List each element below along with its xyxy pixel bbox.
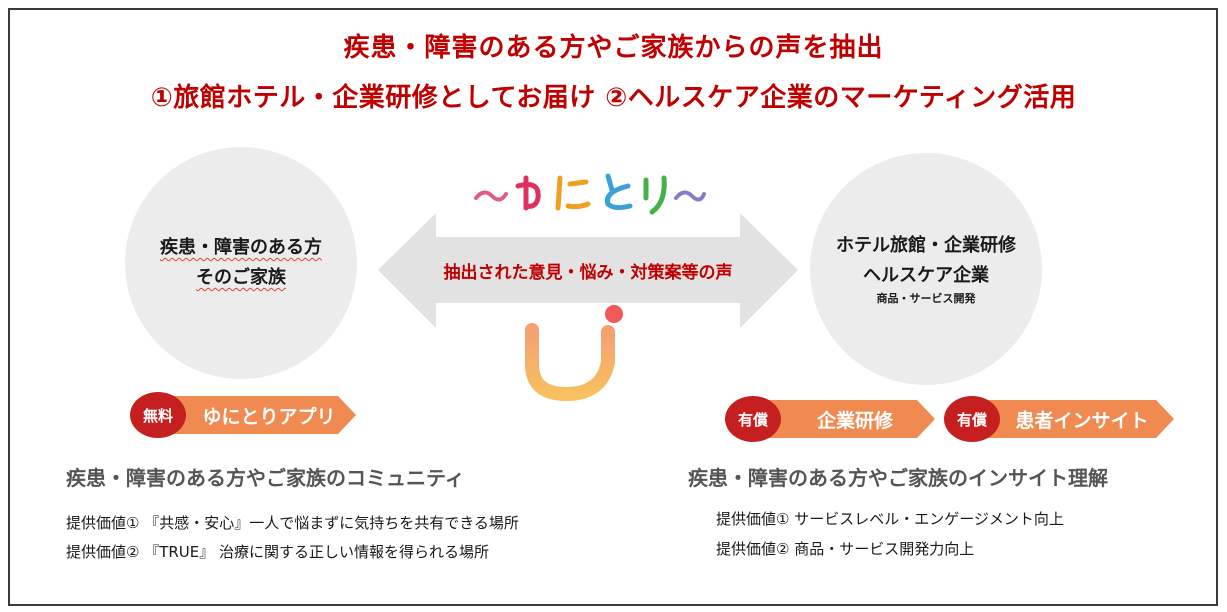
wave-left-icon: [474, 190, 508, 202]
insight-heading: 疾患・障害のある方やご家族のインサイト理解: [688, 466, 1108, 490]
left-value-1: 提供価値① 『共感・安心』一人で悩まずに気持ちを共有できる場所: [66, 514, 519, 532]
yunitori-bird-logo: [525, 305, 623, 402]
glyph-to: [604, 173, 633, 211]
header-line-1: 疾患・障害のある方やご家族からの声を抽出: [343, 33, 884, 63]
wave-right-icon: [674, 190, 706, 202]
paid-insight-tag: 患者インサイト 有償: [944, 396, 1174, 442]
paid-badge-training: 有償: [725, 396, 781, 442]
yunitori-wordmark-logo: [474, 173, 706, 215]
right-value-2: 提供価値② 商品・サービス開発力向上: [716, 540, 975, 558]
header-line-2: ①旅館ホテル・企業研修としてお届け ②ヘルスケア企業のマーケティング活用: [150, 83, 1077, 113]
left-value-2: 提供価値② 『TRUE』 治療に関する正しい情報を得られる場所: [66, 543, 490, 561]
paid-badge-insight: 有償: [944, 396, 1000, 442]
community-heading: 疾患・障害のある方やご家族のコミュニティ: [66, 466, 465, 490]
glyph-ri: [643, 175, 667, 215]
glyph-ni: [555, 175, 591, 211]
free-badge: 無料: [130, 392, 186, 438]
arrow-label: 抽出された意見・悩み・対策案等の声: [443, 263, 733, 283]
training-ribbon: 企業研修: [755, 400, 935, 438]
logo-dot: [605, 305, 623, 323]
right-circle-line-2: ヘルスケア企業: [863, 265, 989, 286]
logo-bird-head: [568, 353, 592, 370]
app-ribbon: ゆにとりアプリ: [164, 396, 356, 434]
left-circle-line-1: 疾患・障害のある方: [160, 237, 322, 258]
glyph-yu: [515, 175, 541, 211]
free-app-tag: ゆにとりアプリ 無料: [130, 392, 356, 438]
double-arrow-icon: [378, 213, 798, 328]
patient-family-circle: 疾患・障害のある方 そのご家族: [125, 147, 357, 379]
insight-ribbon: 患者インサイト: [974, 400, 1174, 438]
right-value-1: 提供価値① サービスレベル・エンゲージメント向上: [716, 510, 1064, 528]
company-circle: ホテル旅館・企業研修 ヘルスケア企業 商品・サービス開発: [810, 153, 1042, 385]
paid-training-tag: 企業研修 有償: [725, 396, 935, 442]
left-circle-line-2: そのご家族: [196, 267, 286, 288]
right-circle-line-3: 商品・サービス開発: [876, 292, 976, 305]
right-circle-line-1: ホテル旅館・企業研修: [836, 235, 1016, 256]
logo-u-shape: [525, 323, 615, 402]
